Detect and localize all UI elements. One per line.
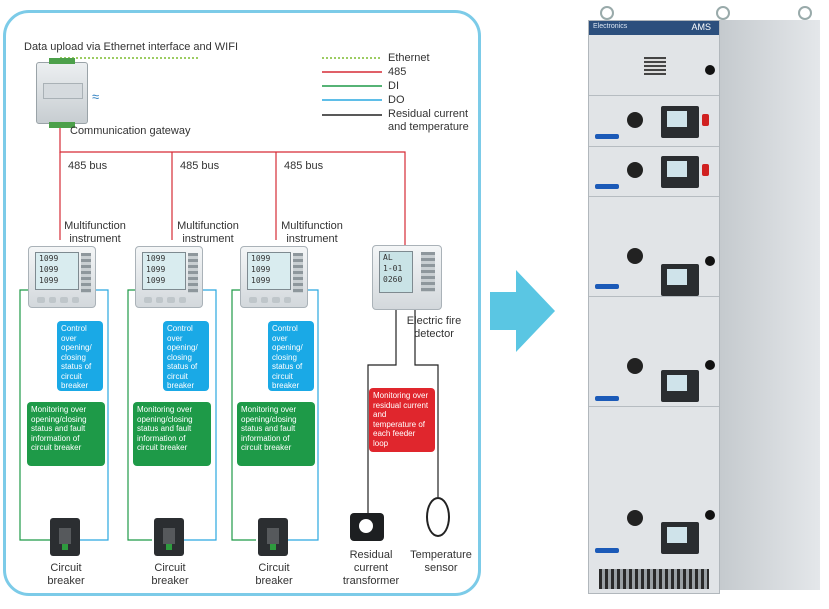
breaker-label-2: Circuit breaker [151,562,189,587]
instrument-label-2: Multifunction instrument [177,220,239,245]
temperature-sensor [426,497,450,537]
cabinet-front: Electronics AMS [588,20,720,594]
drawer-unit-4 [589,296,719,407]
cabinet-brand: Electronics [593,23,628,30]
cabinet-side [720,20,820,590]
gateway-device [36,58,88,128]
di-callout-3: Monitoring over opening/closing status a… [237,402,315,466]
diagram-frame [3,10,481,596]
circuit-breaker-3 [258,518,288,556]
drawer-unit-2 [589,146,719,197]
bus-label-3: 485 bus [284,160,324,172]
vent-grille [644,57,666,75]
circuit-breaker-1 [50,518,80,556]
screw-icon [705,65,715,75]
legend-485: 485 [388,66,407,78]
drawer-unit-3 [589,196,719,297]
instrument-label-1: Multifunction instrument [64,220,126,245]
legend-do: DO [388,94,405,106]
bus-label-1: 485 bus [68,160,108,172]
flow-arrow-icon [490,270,555,352]
di-callout-2: Monitoring over opening/closing status a… [133,402,211,466]
drawer-unit-1 [589,96,719,147]
do-callout-2: Control over opening/ closing status of … [163,321,209,391]
di-callout-1: Monitoring over opening/closing status a… [27,402,105,466]
breaker-label-1: Circuit breaker [47,562,85,587]
legend-di: DI [388,80,399,92]
do-callout-3: Control over opening/ closing status of … [268,321,314,391]
instrument-label-3: Multifunction instrument [281,220,343,245]
bottom-vent [599,569,709,589]
wifi-icon: ≈ [92,89,100,104]
gateway-label: Communication gateway [70,125,191,137]
circuit-breaker-2 [154,518,184,556]
fire-detector-label: Electric fire detector [406,315,462,340]
legend-residual: Residual current and temperature [388,108,469,133]
diagram-title: Data upload via Ethernet interface and W… [24,41,239,53]
residual-current-transformer [350,513,384,541]
rct-label: Residual current transformer [342,549,400,587]
drawer-unit-5 [589,406,719,566]
do-callout-1: Control over opening/ closing status of … [57,321,103,391]
lifting-eye-icon [716,6,730,20]
ams-cabinet: Electronics AMS [588,6,824,596]
cabinet-title: AMS [691,22,711,32]
lifting-eye-icon [600,6,614,20]
lifting-eye-icon [798,6,812,20]
bus-label-2: 485 bus [180,160,220,172]
breaker-label-3: Circuit breaker [255,562,293,587]
legend-ethernet: Ethernet [388,52,430,64]
temp-sensor-label: Temperature sensor [410,549,472,574]
cabinet-header: Electronics AMS [589,21,719,35]
residual-callout: Monitoring over residual current and tem… [369,388,435,452]
